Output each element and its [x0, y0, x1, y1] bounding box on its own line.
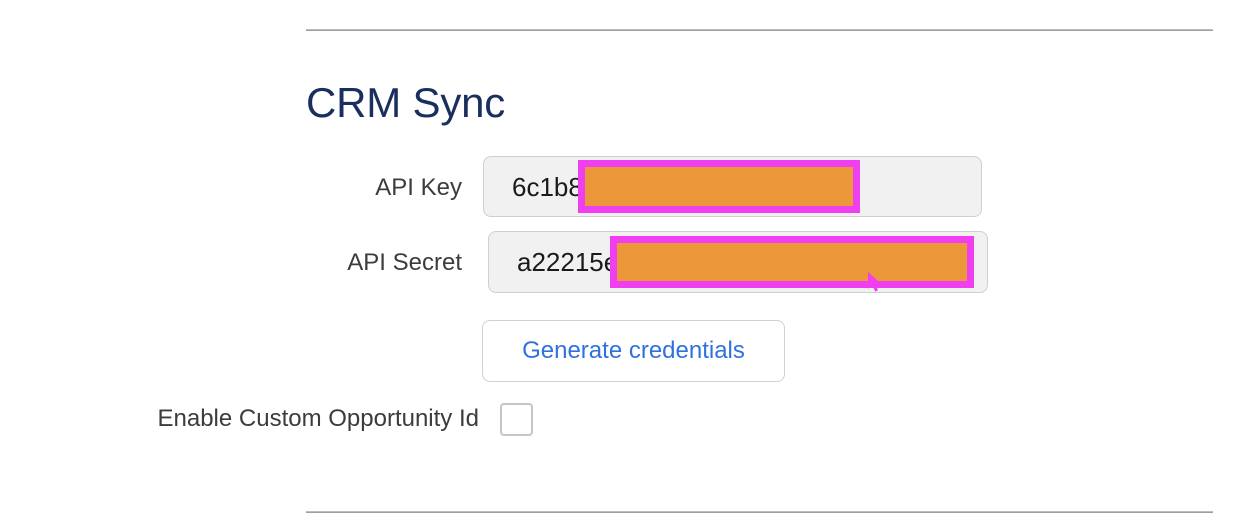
api-key-redaction-overlay: [578, 160, 860, 213]
generate-credentials-label: Generate credentials: [522, 337, 745, 364]
api-secret-redaction-overlay: [610, 236, 974, 288]
api-secret-value: a22215e: [517, 247, 619, 277]
section-divider-top: [306, 29, 1213, 31]
api-secret-label: API Secret: [347, 249, 462, 276]
generate-credentials-button[interactable]: Generate credentials: [482, 320, 785, 382]
section-divider-bottom: [306, 511, 1213, 513]
enable-custom-opportunity-id-checkbox[interactable]: [500, 403, 533, 436]
api-key-value: 6c1b8: [512, 171, 583, 202]
mouse-pointer-icon: [868, 272, 881, 292]
enable-custom-opportunity-id-label: Enable Custom Opportunity Id: [157, 405, 479, 432]
api-key-label: API Key: [375, 174, 462, 201]
page-title: CRM Sync: [306, 79, 506, 126]
